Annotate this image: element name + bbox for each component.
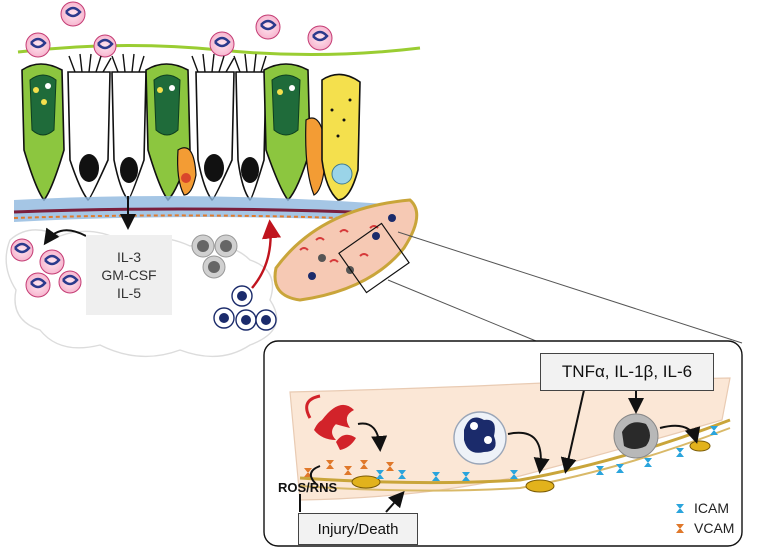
eosinophil-top-5 <box>255 14 281 40</box>
zoom-region <box>338 222 410 294</box>
zoom-line-top <box>397 231 743 344</box>
arrow-to-eosinophils <box>43 227 87 246</box>
eosinophil-top-4 <box>209 31 235 57</box>
arrow-fragment-to-adhesion <box>357 422 388 452</box>
yellow-cell <box>321 73 361 201</box>
icam-markers <box>376 426 718 481</box>
arrow-ros-to-vessel <box>309 465 321 485</box>
legend-icam: ICAM <box>694 500 729 516</box>
inflammatory-cytokines-box: TNFα, IL-1β, IL-6 <box>540 353 714 391</box>
inset-vessel-lumen <box>289 377 731 501</box>
cytokines-box: IL-3 GM-CSF IL-5 <box>86 235 172 315</box>
vcam-legend-icon <box>676 524 684 533</box>
goblet-cell-3 <box>263 63 311 202</box>
leukocytes-cluster <box>213 285 277 331</box>
ciliated-cell-2 <box>111 71 147 201</box>
zoom-line-bottom <box>387 279 537 342</box>
progenitor-cells <box>191 234 238 279</box>
arrow-injury-to-endothelium <box>385 491 405 513</box>
basal-cell-orange-2 <box>305 117 327 196</box>
eosinophil-tissue-2 <box>39 249 65 275</box>
cytokine-il5: IL-5 <box>116 285 142 301</box>
endothelial-nucleus-3 <box>689 440 711 452</box>
injury-death-box: Injury/Death <box>298 513 418 545</box>
cytokine-gmcsf: GM-CSF <box>101 267 157 283</box>
legend-vcam: VCAM <box>694 520 734 536</box>
cilia <box>68 53 267 73</box>
recruitment-arrow <box>251 219 282 289</box>
endothelial-nucleus-1 <box>351 475 381 489</box>
vcam-markers <box>304 460 394 477</box>
legend-icam-label: ICAM <box>694 500 729 516</box>
eosinophil-tissue-3 <box>25 272 51 298</box>
eosinophil-top-6 <box>307 25 333 51</box>
cytokine-il3: IL-3 <box>116 249 142 265</box>
eosinophil-top-2 <box>25 32 51 58</box>
inset-monocyte <box>613 413 659 459</box>
fragmented-cell <box>305 394 356 450</box>
ciliated-cell-1 <box>67 71 111 201</box>
icam-legend-icon <box>676 504 684 513</box>
eosinophil-top-1 <box>60 1 86 27</box>
ros-rns-label: ROS/RNS <box>278 480 338 495</box>
eosinophil-tissue-4 <box>58 270 82 294</box>
arrow-monocyte-adhesion <box>659 424 701 444</box>
basal-cell-orange-1 <box>177 147 197 196</box>
eosinophil-tissue-1 <box>10 238 34 262</box>
inset-leukocyte <box>453 411 507 465</box>
endothelial-nucleus-2 <box>525 479 555 493</box>
blood-vessel <box>273 198 419 302</box>
eosinophil-top-3 <box>93 34 117 58</box>
arrow-cytokine-to-endo-1 <box>560 389 585 474</box>
ciliated-cell-4 <box>235 71 267 201</box>
goblet-cell-1 <box>21 63 65 202</box>
arrow-leukocyte-adhesion <box>507 431 550 474</box>
legend-vcam-label: VCAM <box>694 520 735 536</box>
ciliated-cell-3 <box>195 71 235 201</box>
